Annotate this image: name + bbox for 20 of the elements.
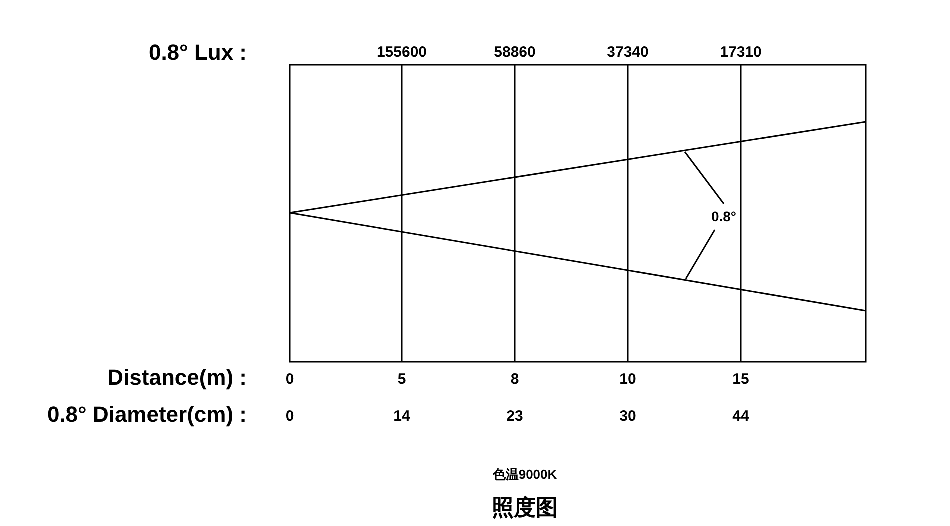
diameter-value: 44 xyxy=(732,408,750,426)
diameter-value: 0 xyxy=(286,408,294,426)
distance-value: 8 xyxy=(510,372,520,388)
lux-value: 37340 xyxy=(607,44,649,62)
angle-label: 0.8° xyxy=(711,209,737,225)
row-heading: 0.8° Lux : xyxy=(148,40,247,66)
diameter-value: 14 xyxy=(394,408,410,426)
distance-value: 15 xyxy=(732,372,750,388)
caption-text: 色温9000K xyxy=(492,468,558,482)
distance-value: 10 xyxy=(620,372,636,388)
lux-value: 17310 xyxy=(720,44,762,62)
row-heading: Distance(m) : xyxy=(108,366,247,390)
diameter-value: 30 xyxy=(620,408,636,426)
title: 照度图 xyxy=(492,496,558,520)
row-heading: 0.8° Diameter(cm) : xyxy=(47,402,247,428)
distance-value: 5 xyxy=(398,372,406,388)
lux-value: 155600 xyxy=(376,44,428,62)
lux-value: 58860 xyxy=(494,44,536,62)
diameter-value: 23 xyxy=(506,408,524,426)
distance-value: 0 xyxy=(286,372,294,388)
